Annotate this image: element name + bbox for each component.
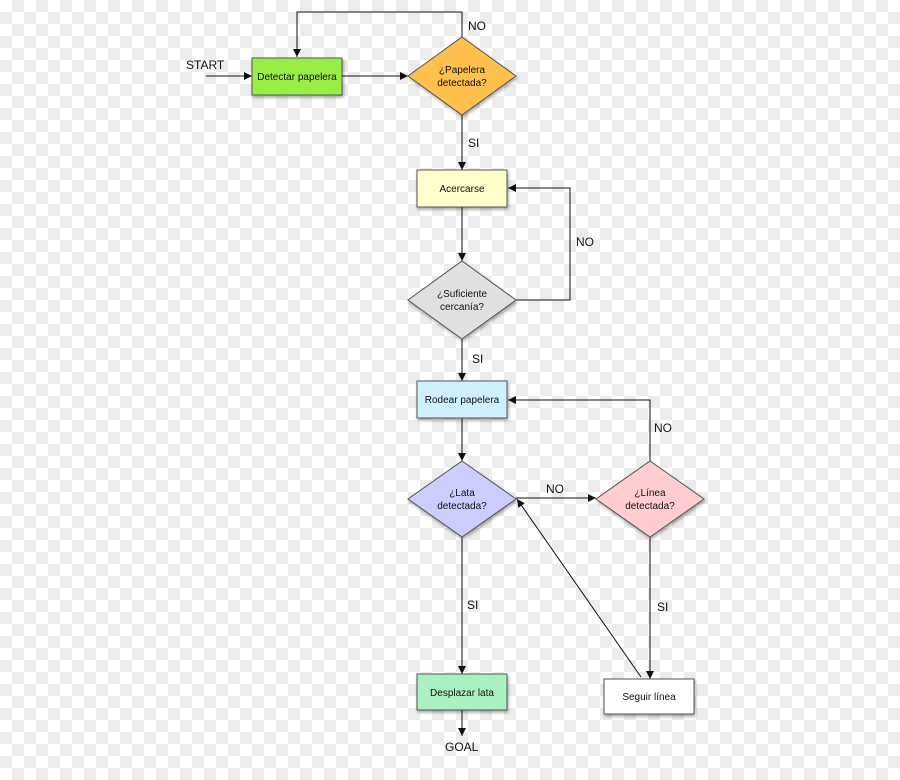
node-desplazar-lata: Desplazar lata [416, 673, 508, 711]
start-label: START [186, 58, 225, 72]
node-rodear-papelera-box [416, 380, 508, 419]
edge-seguir-to-lata [516, 498, 642, 678]
node-acercarse: Acercarse [416, 169, 508, 208]
node-linea-detectada-line1: ¿Línea [634, 488, 666, 499]
node-lata-detectada: ¿Lata detectada? [407, 460, 517, 538]
node-papelera-detectada-line2: detectada? [437, 78, 487, 89]
node-papelera-detectada-line1: ¿Papelera [439, 65, 486, 76]
label-suficiente-no: NO [576, 235, 594, 249]
label-suficiente-si: SI [472, 352, 483, 366]
edge-linea-no [508, 396, 651, 461]
node-detectar-papelera: Detectar papelera [251, 57, 343, 96]
edge-suficiente-no [508, 184, 571, 301]
node-seguir-linea-label: Seguir línea [622, 692, 676, 703]
node-detectar-papelera-box [251, 57, 343, 96]
goal-label: GOAL [445, 740, 479, 754]
node-rodear-papelera: Rodear papelera [416, 380, 508, 419]
node-rodear-papelera-label: Rodear papelera [425, 395, 500, 406]
node-suficiente-cercania-shape [407, 260, 517, 340]
node-acercarse-label: Acercarse [439, 184, 484, 195]
node-seguir-linea-box [603, 678, 695, 715]
node-suficiente-cercania: ¿Suficiente cercanía? [407, 260, 517, 340]
label-papelera-no: NO [468, 19, 486, 33]
node-seguir-linea: Seguir línea [603, 678, 695, 715]
node-papelera-detectada-shape [407, 36, 517, 116]
node-linea-detectada: ¿Línea detectada? [595, 460, 705, 538]
node-suficiente-cercania-line2: cercanía? [440, 302, 484, 313]
node-lata-detectada-shape [407, 460, 517, 538]
node-linea-detectada-shape [595, 460, 705, 538]
node-suficiente-cercania-line1: ¿Suficiente [437, 289, 487, 300]
node-desplazar-lata-box [416, 673, 508, 711]
label-linea-si: SI [657, 600, 668, 614]
node-detectar-papelera-label: Detectar papelera [257, 72, 337, 83]
node-linea-detectada-line2: detectada? [625, 501, 675, 512]
node-acercarse-box [416, 169, 508, 208]
node-desplazar-lata-label: Desplazar lata [430, 688, 494, 699]
label-lata-si: SI [467, 598, 478, 612]
edge-papelera-no [293, 11, 463, 57]
node-lata-detectada-line2: detectada? [437, 501, 487, 512]
label-papelera-si: SI [468, 136, 479, 150]
label-lata-no: NO [546, 482, 564, 496]
node-papelera-detectada: ¿Papelera detectada? [407, 36, 517, 116]
label-linea-no: NO [654, 421, 672, 435]
node-lata-detectada-line1: ¿Lata [449, 488, 475, 499]
